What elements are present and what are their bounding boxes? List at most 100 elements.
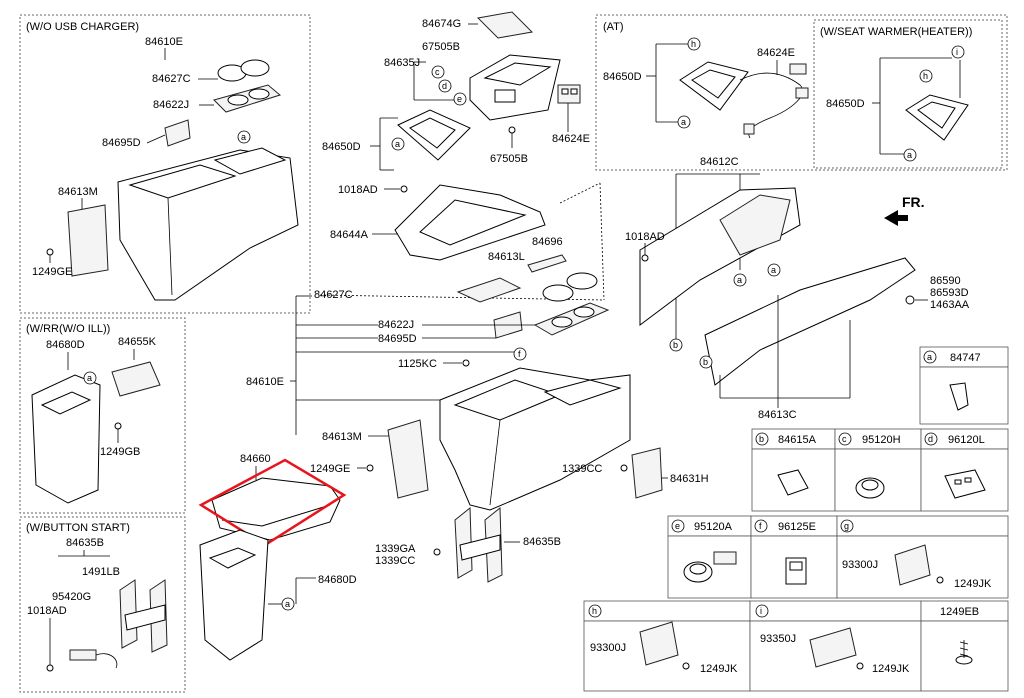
label-1249GB: 1249GB [100,446,140,458]
label-84622J-a: 84622J [153,99,189,111]
svg-text:c: c [842,434,847,444]
side-panel-84613C [704,257,916,386]
pad-84695D-a [164,119,191,147]
frame-at [595,14,1008,171]
switch-93300J-h [639,621,679,666]
legend-i-circle: i [755,604,769,618]
legend-a-circle: a [923,350,937,364]
armrest-lid-84660 [211,477,341,541]
legend-h-sub2: 1249JK [700,663,738,675]
frame-seat-warmer [813,19,1003,169]
svg-text:h: h [923,71,928,81]
callout-a-sw: a [903,148,917,162]
svg-text:a: a [927,352,932,362]
legend-e-part: 95120A [694,521,733,533]
legend-i-sub1: 93350J [760,633,796,645]
label-84627C-b: 84627C [314,289,353,301]
legend-d-circle: d [924,432,938,446]
console-body-84610E [439,367,631,511]
label-86593D: 86593D [930,287,969,299]
callout-a-panel: a [733,273,747,287]
legend-c-part: 95120H [862,434,901,446]
callout-b-panel2: b [699,355,713,369]
callout-h-at: h [687,37,701,51]
label-1018AD-b: 1018AD [625,231,665,243]
callout-e-main: e [453,92,467,106]
cupholder-gasket-wo-usb [213,84,282,113]
legend-h-circle: h [588,604,602,618]
front-arrow-icon [884,210,908,226]
svg-text:i: i [760,606,762,616]
legend-eb-part: 1249EB [940,606,979,618]
label-84622J-b: 84622J [378,319,414,331]
cupholder-ring-84627C [542,272,598,302]
tray-84655K [111,361,161,397]
legend-f-part: 96125E [778,521,816,533]
label-84613L: 84613L [488,251,525,263]
label-84644A: 84644A [330,229,369,241]
svg-text:a: a [907,150,912,160]
label-1018AD-a: 1018AD [338,184,378,196]
legend-g-sub2: 1249JK [954,578,992,590]
clip-84615A [777,469,809,496]
svg-text:h: h [691,39,696,49]
upper-tray-84635J [469,54,561,121]
label-84696: 84696 [532,236,563,248]
svg-text:b: b [673,340,678,350]
section-at: (AT) [603,21,624,33]
svg-text:b: b [759,434,764,444]
switch-93350J-i [809,627,857,668]
legend-f-circle: f [754,519,768,533]
label-84660: 84660 [240,453,271,465]
label-84612C: 84612C [700,156,739,168]
svg-text:d: d [928,434,933,444]
mat-84674G [476,11,534,39]
svg-text:a: a [771,265,776,275]
frame-wo-usb [19,14,311,314]
label-84613M-b: 84613M [322,431,362,443]
label-67505B-a: 67505B [422,41,460,53]
label-1339CC-b: 1339CC [375,555,415,567]
callout-b-panel: b [669,338,683,352]
label-84674G: 84674G [422,18,461,30]
svg-text:c: c [435,67,440,77]
label-84635J: 84635J [384,57,420,69]
bracket-84631H [631,447,663,499]
harness-84624E [739,63,809,139]
label-84624E-a: 84624E [552,133,590,145]
callout-c-main: c [431,65,445,79]
direction-label: FR. [902,194,925,210]
lower-trim-84644A [394,184,546,261]
label-1463AA: 1463AA [930,299,970,311]
callout-a-at: a [677,115,691,129]
mount-bracket-84635B-b [119,579,168,653]
label-84695D-a: 84695D [102,137,141,149]
callout-i-sw: i [951,45,965,59]
legend-b-circle: b [755,432,769,446]
label-84680D-b: 84680D [318,574,357,586]
label-84613C: 84613C [758,409,797,421]
section-seat-warmer: (W/SEAT WARMER(HEATER)) [820,26,972,38]
legend-h-sub1: 93300J [590,642,626,654]
label-84610E-b: 84610E [246,376,284,388]
label-1491LB: 1491LB [82,566,120,578]
callout-a-cover: a [281,597,295,611]
callout-a-usb: a [237,130,251,144]
svg-text:d: d [442,81,447,91]
label-1339GA: 1339GA [375,543,416,555]
svg-text:g: g [844,521,849,531]
socket-95120A [683,551,737,583]
label-84680D-a: 84680D [46,339,85,351]
usb-96120L [944,469,986,499]
section-wo-usb: (W/O USB CHARGER) [26,21,139,33]
legend-d-part: 96120L [948,434,985,446]
socket-95120H [855,477,885,499]
label-84650D-a: 84650D [322,141,361,153]
label-84627C-a: 84627C [152,73,191,85]
cupholder-ring-wo-usb [217,59,270,82]
switch-93300J-g [894,544,931,586]
legend-g-sub1: 93300J [842,559,878,571]
callout-a-rr: a [83,371,97,385]
svg-text:h: h [592,606,597,616]
